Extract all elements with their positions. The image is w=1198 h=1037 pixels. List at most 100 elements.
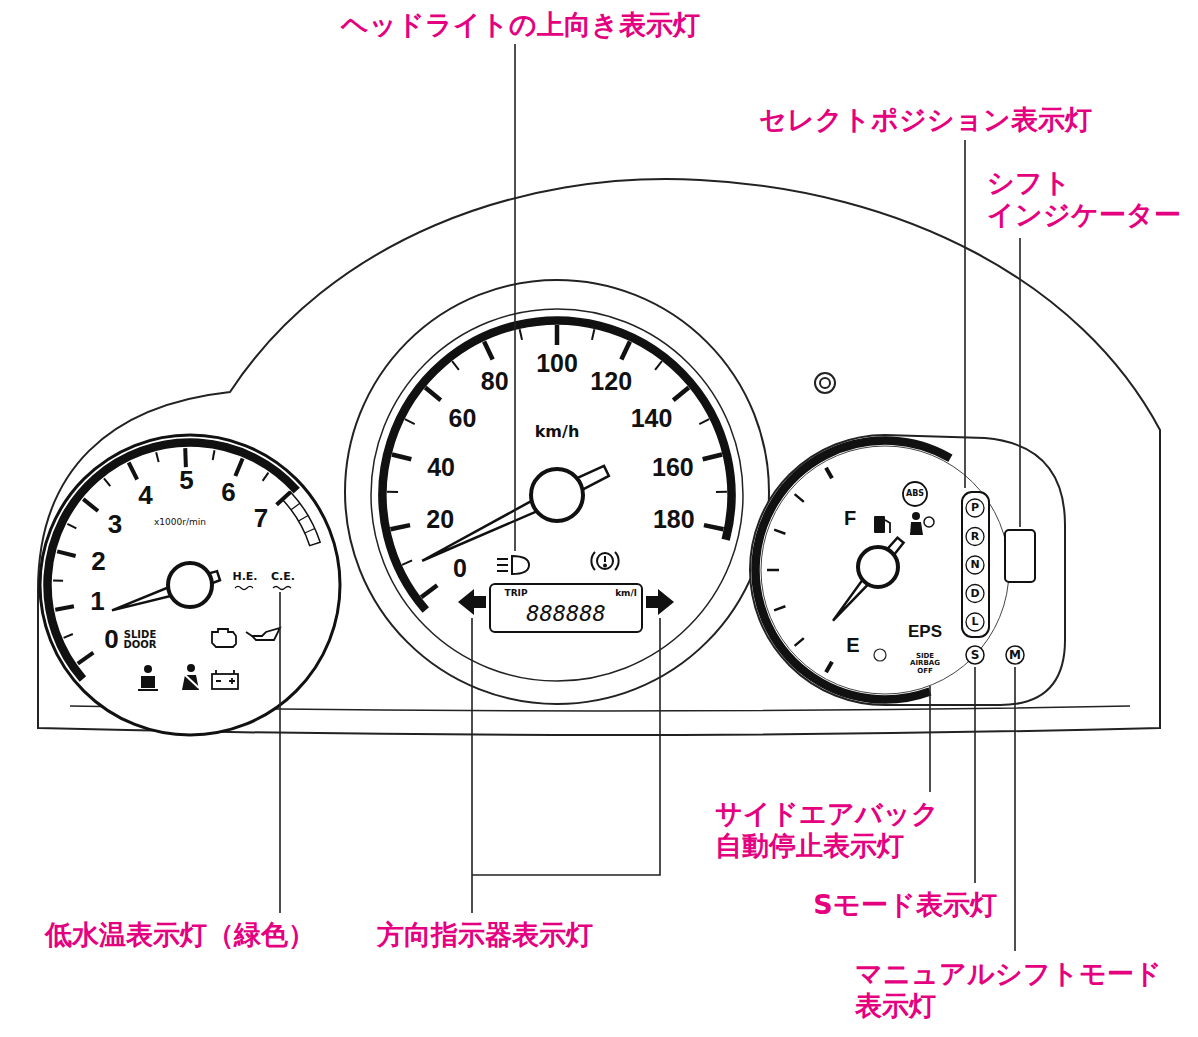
speed-unit: km/h [535, 422, 580, 441]
speed-tick [555, 325, 560, 345]
callout-label: ヘッドライトの上向き表示灯 [341, 9, 700, 41]
tach-tick [129, 463, 138, 480]
speed-tick [402, 560, 412, 565]
turn-arrow-right [646, 589, 674, 615]
tach-band [44, 439, 299, 681]
leader-line [1014, 667, 1016, 951]
speed-tick [390, 525, 410, 529]
leader-line [514, 44, 516, 551]
tach-number: 0 [104, 624, 118, 655]
speed-band [379, 317, 735, 612]
gear-letter: L [971, 615, 978, 628]
speed-tick [425, 388, 440, 401]
speed-hub [531, 469, 583, 521]
speed-number: 180 [653, 504, 695, 534]
fuel-tick [767, 569, 779, 572]
fuel-gauge-face [761, 446, 1009, 694]
selector-panel [962, 492, 989, 637]
fuel-tick [826, 662, 832, 672]
fuel-needle [833, 538, 904, 621]
oil-icon [246, 628, 280, 640]
tach-tick [183, 448, 188, 467]
s-mode-letter: S [971, 648, 980, 662]
tachometer-face [40, 435, 340, 735]
leader-line [1019, 238, 1021, 527]
speed-tick [387, 491, 398, 493]
speed-tick [716, 491, 727, 493]
trip-label: TRIP [504, 588, 527, 599]
indicator-lamp [874, 649, 886, 661]
abs-lamp [903, 482, 927, 506]
leader-line [974, 667, 976, 883]
gear-lamp [966, 528, 984, 546]
speed-tick [392, 454, 411, 459]
side-airbag-off-lamp: SIDE AIRBAG OFF [909, 653, 941, 675]
temp-wave [273, 587, 291, 590]
gear-lamp [966, 613, 984, 631]
trip-knob [820, 378, 830, 388]
leader-line [964, 140, 966, 488]
brake-icon [591, 552, 618, 570]
speed-tick [405, 419, 415, 424]
speed-number: 40 [427, 452, 455, 482]
seatbelt-icon [182, 664, 199, 690]
tach-tick [104, 478, 110, 486]
tach-number: 2 [91, 546, 105, 577]
tach-tick [156, 452, 158, 462]
red-zone [282, 492, 320, 546]
speed-number: 140 [631, 403, 673, 433]
tach-tick [263, 473, 269, 481]
callout-label: シフト インジケーター [987, 167, 1192, 232]
gear-letter: N [970, 558, 979, 571]
speed-tick [704, 525, 724, 529]
temp-wave [235, 587, 253, 590]
speed-tick [655, 361, 662, 370]
speedometer-face [371, 309, 743, 681]
engine-icon [212, 629, 236, 647]
speed-tick [621, 341, 630, 359]
manual-mode-lamp [1006, 646, 1024, 664]
speed-number: 160 [652, 452, 694, 482]
tach-hub [168, 563, 212, 607]
generated-scales [44, 317, 984, 703]
callout-label: マニュアルシフトモード 表示灯 [855, 958, 1185, 1023]
leader-lines [280, 44, 1020, 951]
economy-unit: km/l [615, 588, 637, 599]
tach-tick [235, 459, 242, 477]
tach-number: 6 [221, 477, 235, 508]
speed-tick [452, 361, 459, 370]
tach-tick [55, 606, 74, 609]
speed-number: 120 [590, 366, 632, 396]
manual-mode-letter: M [1009, 648, 1021, 662]
hot-engine-mark: H.E. [232, 570, 257, 583]
tach-tick [78, 653, 94, 664]
tach-tick [213, 450, 215, 460]
tach-number: 7 [254, 504, 268, 535]
trip-display [490, 584, 642, 632]
s-mode-lamp [966, 646, 984, 664]
door-icon [138, 665, 158, 690]
tach-unit: x1000r/min [154, 517, 206, 528]
abs-mark: ABS [906, 489, 924, 499]
odometer-digits: 888888 [526, 601, 605, 627]
speed-tick [592, 329, 594, 340]
fuel-tick [774, 530, 785, 534]
gear-lamp [966, 556, 984, 574]
cold-engine-mark: C.E. [271, 570, 295, 583]
red-zone-tick [291, 503, 300, 510]
eps-lamp: EPS [908, 622, 942, 642]
tach-number: 5 [179, 466, 193, 497]
callout-label: 低水温表示灯（緑色） [45, 919, 315, 951]
tach-tick [64, 634, 73, 638]
gear-letter: D [970, 587, 979, 600]
gear-letter: R [971, 530, 979, 543]
speed-number: 100 [536, 348, 578, 378]
battery-icon [212, 670, 238, 689]
speed-tick [484, 341, 493, 359]
fuel-tick [774, 606, 785, 610]
tach-tick [57, 551, 75, 556]
high-beam-icon [497, 556, 529, 574]
speed-number: 60 [449, 403, 477, 433]
fuel-band [752, 437, 952, 703]
